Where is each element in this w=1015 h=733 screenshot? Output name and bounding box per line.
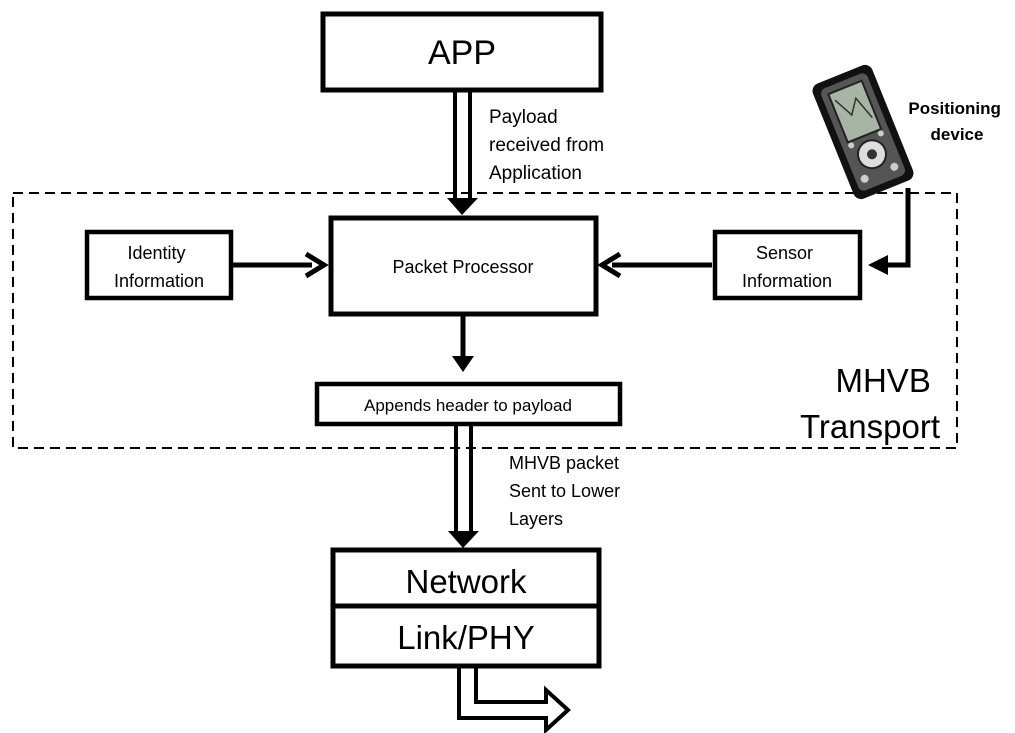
append-to-network-arrow [448, 426, 479, 548]
app-box [320, 11, 604, 93]
app-to-processor-arrow [447, 92, 478, 215]
packet-processor-label: Packet Processor [392, 257, 533, 277]
positioning-device-label: Positioning device [908, 99, 1005, 144]
link-phy-box [330, 603, 602, 669]
append-header-label: Appends header to payload [364, 396, 572, 415]
network-label: Network [405, 563, 527, 600]
transport-label: MHVB Transport [800, 362, 940, 445]
processor-to-append-arrow [452, 316, 474, 372]
identity-to-processor-arrow [232, 251, 329, 279]
sensor-to-processor-arrow [597, 251, 712, 279]
gps-device-icon [812, 64, 914, 200]
identity-box [84, 229, 234, 301]
identity-label: Identity Information [114, 243, 204, 291]
network-box [330, 547, 602, 609]
device-to-sensor-arrow [868, 188, 911, 275]
sensor-label: Sensor Information [742, 243, 832, 291]
packet-note: MHVB packet Sent to Lower Layers [509, 453, 625, 529]
link-phy-label: Link/PHY [397, 619, 535, 656]
payload-note: Payload received from Application [489, 107, 609, 184]
app-label: APP [428, 34, 496, 72]
transport-boundary [12, 192, 958, 449]
packet-processor-box [328, 215, 599, 317]
sensor-box [712, 229, 863, 301]
output-arrow [457, 668, 571, 733]
append-header-box [314, 381, 623, 427]
